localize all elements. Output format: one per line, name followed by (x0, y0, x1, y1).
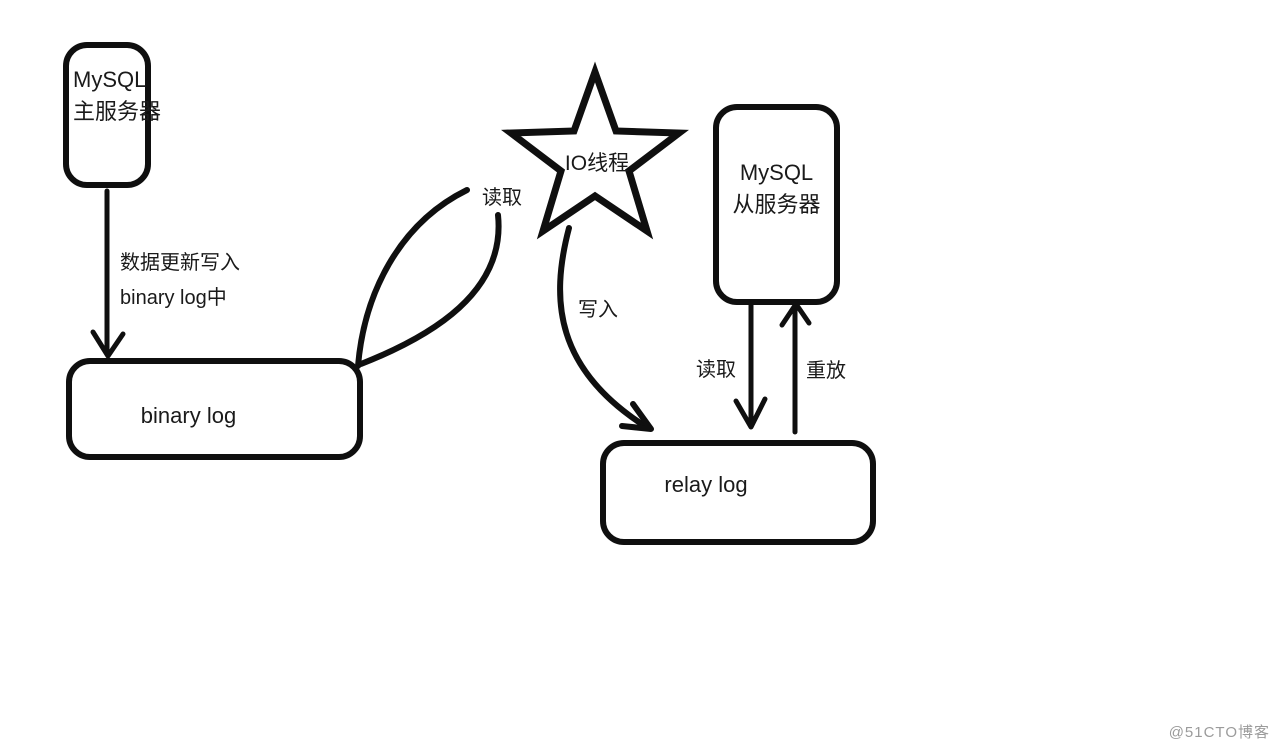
master-write-label-line1: 数据更新写入 (120, 252, 240, 274)
51cto-watermark: @51CTO博客 (1168, 724, 1270, 741)
io-read-label: 读取 (482, 187, 522, 209)
iothread-to-relaylog-curve (557, 225, 651, 431)
slave-title: MySQL (739, 159, 814, 185)
binary-log-label: binary log (140, 403, 237, 428)
master-title: MySQL (73, 67, 147, 92)
node-binary-log: binary log (66, 358, 363, 460)
relay-log-label: relay log (664, 471, 748, 497)
master-write-label: 数据更新写入 binary log中 (120, 246, 240, 316)
iothread-to-relaylog-arrowhead (619, 401, 654, 432)
slave-replay-label: 重放 (806, 360, 846, 382)
master-subtitle: 主服务器 (73, 99, 162, 124)
node-mysql-master: MySQL 主服务器 (63, 42, 161, 188)
binarylog-to-iothread-curve-right (358, 212, 502, 367)
io-write-label: 写入 (578, 299, 618, 321)
master-to-binarylog-arrowhead (90, 329, 126, 359)
master-write-label-line2: binary log中 (120, 287, 227, 309)
slave-subtitle: 从服务器 (732, 191, 821, 217)
binarylog-to-iothread-curve-left (355, 187, 470, 369)
slave-to-relaylog-arrowhead (733, 396, 768, 430)
node-relay-log: relay log (600, 440, 876, 545)
slave-read-label: 读取 (696, 359, 736, 381)
node-mysql-slave: MySQL 从服务器 (713, 104, 840, 305)
relaylog-to-slave-arrowhead (779, 301, 812, 328)
io-thread-label: IO线程 (564, 152, 630, 175)
